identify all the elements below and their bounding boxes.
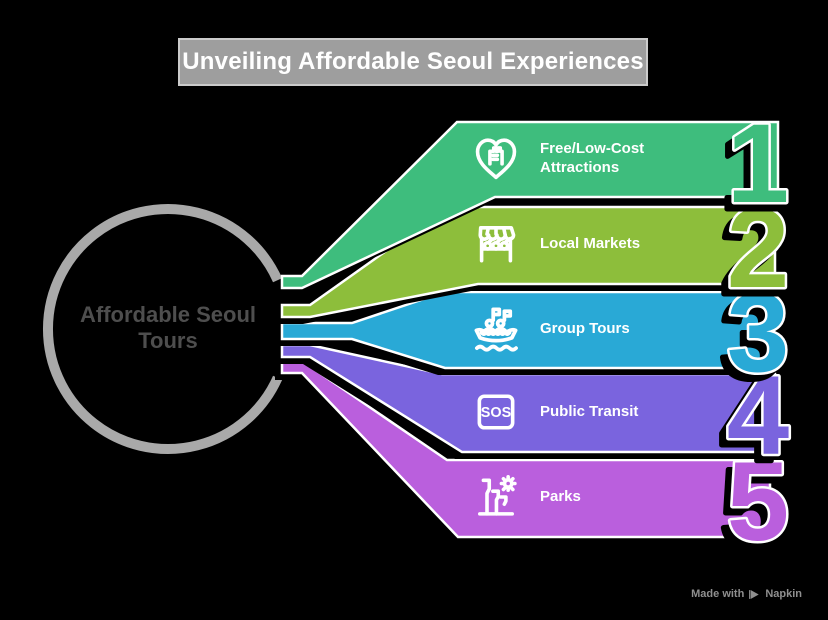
ribbon-3-number-shadow: 3: [720, 277, 782, 402]
item-label: Group Tours: [540, 320, 630, 338]
ribbon-5-number-shadow: 5: [720, 446, 782, 571]
item-row-1: Free/Low-Cost Attractions: [468, 128, 700, 188]
sos-sign-icon: SOS: [468, 382, 524, 442]
ribbon-4-number-shadow: 4: [720, 360, 782, 485]
hub-ring: [42, 204, 283, 454]
ribbon-5-body: [280, 359, 772, 539]
tour-boat-icon: [468, 299, 524, 359]
ribbon-1: 1 1: [275, 99, 792, 295]
item-label: Local Markets: [540, 235, 641, 253]
ribbon-1-number: 1: [727, 101, 789, 226]
item-label: Public Transit: [540, 403, 639, 421]
page-title: Unveiling Affordable Seoul Experiences: [182, 48, 644, 75]
ribbon-2-number-shadow: 2: [720, 193, 782, 318]
ribbon-5: 5 5: [275, 359, 792, 574]
napkin-logo-icon: [749, 589, 760, 599]
item-row-3: Group Tours: [468, 299, 700, 359]
watermark-brand: Napkin: [765, 588, 802, 600]
item-label: Parks: [540, 488, 581, 506]
market-stall-icon: [468, 214, 524, 274]
ribbon-3-body: [280, 290, 774, 370]
ribbon-4: 4 4: [275, 343, 792, 488]
park-cliff-icon: [468, 467, 524, 527]
watermark-prefix: Made with: [691, 588, 745, 600]
ribbon-2-number: 2: [727, 186, 789, 311]
ribbon-4-body: [280, 343, 777, 454]
item-row-4: SOS Public Transit: [468, 382, 700, 442]
watermark: Made with Napkin: [691, 588, 802, 600]
item-row-2: Local Markets: [468, 214, 700, 274]
hub-label: Affordable Seoul Tours: [79, 302, 256, 353]
ribbon-1-number-shadow: 1: [720, 108, 782, 233]
sos-sign-text: SOS: [481, 405, 512, 421]
ribbon-2-body: [280, 205, 777, 319]
item-row-5: Parks: [468, 467, 700, 527]
heart-attraction-icon: [468, 128, 524, 188]
ribbon-1-body: [280, 120, 780, 290]
ribbon-2: 2 2: [275, 184, 792, 324]
title-banner: Unveiling Affordable Seoul Experiences: [178, 38, 648, 86]
item-label: Free/Low-Cost Attractions: [540, 139, 645, 177]
